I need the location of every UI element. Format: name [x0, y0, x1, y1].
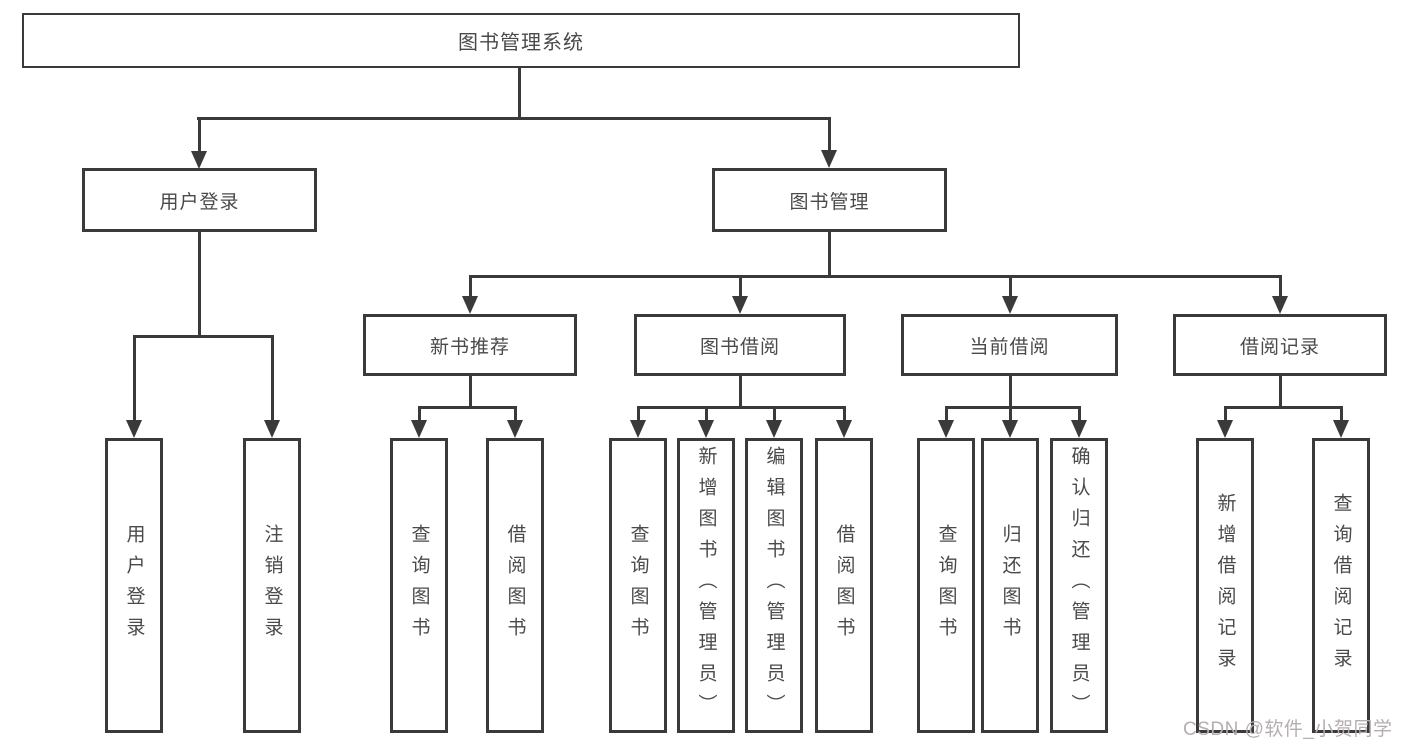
- arrowhead-down-icon: [126, 335, 142, 438]
- connector-line: [637, 406, 846, 409]
- arrowhead-down-icon: [1002, 406, 1018, 438]
- leaf-borrow-edit-books-admin: 编辑图书（管理员）: [745, 438, 803, 733]
- arrowhead-down-icon: [766, 406, 782, 438]
- arrowhead-down-icon: [732, 275, 748, 314]
- csdn-watermark: CSDN @软件_小贺同学: [1183, 719, 1393, 740]
- arrowhead-down-icon: [1002, 275, 1018, 314]
- leaf-user-login: 用户登录: [105, 438, 163, 733]
- arrowhead-down-icon: [1217, 406, 1233, 438]
- leaf-borrow-borrow-books: 借阅图书: [815, 438, 873, 733]
- node-new-book-recommend: 新书推荐: [363, 314, 577, 376]
- leaf-borrow-add-books-admin: 新增图书（管理员）: [677, 438, 735, 733]
- arrowhead-down-icon: [462, 275, 478, 314]
- arrowhead-down-icon: [1272, 275, 1288, 314]
- arrowhead-down-icon: [507, 406, 523, 438]
- arrowhead-down-icon: [821, 117, 837, 168]
- arrowhead-down-icon: [836, 406, 852, 438]
- leaf-newbook-query-books: 查询图书: [390, 438, 448, 733]
- leaf-newbook-borrow-books: 借阅图书: [486, 438, 544, 733]
- leaf-borrow-query-books: 查询图书: [609, 438, 667, 733]
- node-book-borrow: 图书借阅: [634, 314, 846, 376]
- connector-line: [1224, 406, 1343, 409]
- arrowhead-down-icon: [191, 117, 207, 169]
- node-book-management: 图书管理: [712, 168, 947, 232]
- leaf-record-add-borrow-record: 新增借阅记录: [1196, 438, 1254, 733]
- connector-line: [1279, 376, 1282, 408]
- connector-line: [945, 406, 1081, 409]
- connector-line: [198, 232, 201, 337]
- arrowhead-down-icon: [1333, 406, 1349, 438]
- arrowhead-down-icon: [698, 406, 714, 438]
- connector-line: [469, 275, 1282, 278]
- connector-line: [197, 117, 831, 120]
- connector-line: [1009, 376, 1012, 408]
- node-library-management-system: 图书管理系统: [22, 13, 1020, 68]
- connector-line: [469, 376, 472, 408]
- leaf-record-query-borrow-record: 查询借阅记录: [1312, 438, 1370, 733]
- arrowhead-down-icon: [938, 406, 954, 438]
- arrowhead-down-icon: [1071, 406, 1087, 438]
- arrowhead-down-icon: [630, 406, 646, 438]
- node-user-login: 用户登录: [82, 168, 317, 232]
- node-borrow-records: 借阅记录: [1173, 314, 1387, 376]
- arrowhead-down-icon: [411, 406, 427, 438]
- connector-line: [828, 232, 831, 277]
- leaf-current-query-books: 查询图书: [917, 438, 975, 733]
- arrowhead-down-icon: [264, 335, 280, 438]
- leaf-current-return-books: 归还图书: [981, 438, 1039, 733]
- connector-line: [518, 68, 521, 119]
- connector-line: [418, 406, 517, 409]
- leaf-logout: 注销登录: [243, 438, 301, 733]
- connector-line: [133, 335, 274, 338]
- node-current-borrow: 当前借阅: [901, 314, 1118, 376]
- leaf-current-confirm-return-admin: 确认归还（管理员）: [1050, 438, 1108, 733]
- connector-line: [739, 376, 742, 408]
